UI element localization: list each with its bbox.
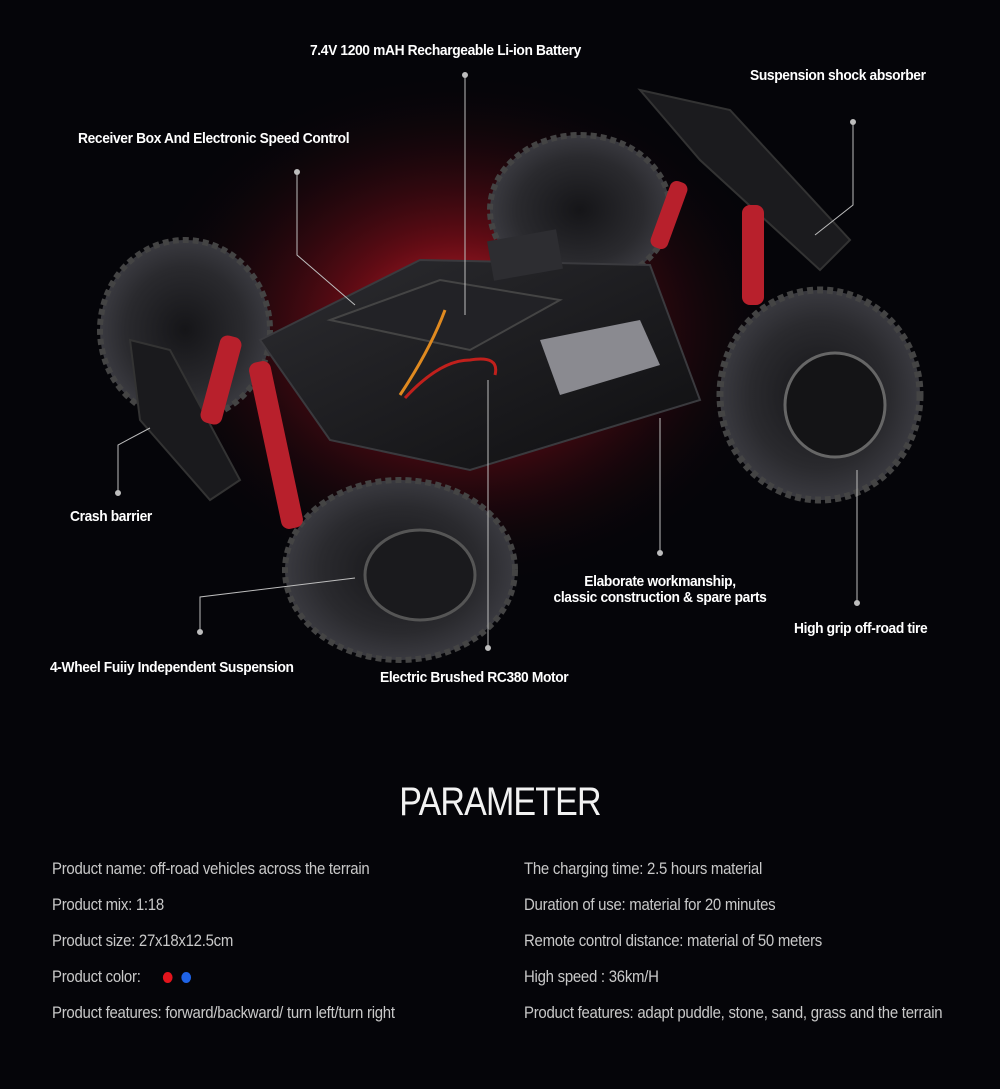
callout-workmanship: Elaborate workmanship, classic construct… [531, 574, 789, 606]
crash-barrier [128, 338, 242, 502]
callout-workmanship-line2: classic construction & spare parts [553, 589, 767, 606]
leader-lines [115, 72, 860, 651]
callout-tire: High grip off-road tire [794, 620, 928, 637]
param-product-name: Product name: off-road vehicles across t… [52, 859, 370, 878]
callout-workmanship-line1: Elaborate workmanship, [584, 573, 736, 590]
shock-absorbers [200, 181, 764, 529]
param-product-features-right: Product features: adapt puddle, stone, s… [524, 1003, 943, 1022]
battery-cover [326, 278, 563, 352]
color-swatch-red [162, 972, 173, 984]
param-product-features-left: Product features: forward/backward/ turn… [52, 1003, 395, 1022]
callout-suspension: 4-Wheel Fuiiy Independent Suspension [50, 659, 294, 676]
param-duration: Duration of use: material for 20 minutes [524, 895, 776, 914]
rc-car-illustration [97, 70, 924, 663]
param-product-size: Product size: 27x18x12.5cm [52, 931, 234, 950]
callout-receiver-box: Receiver Box And Electronic Speed Contro… [78, 130, 350, 147]
param-charging-time: The charging time: 2.5 hours material [524, 859, 763, 878]
param-product-color: Product color: [52, 967, 192, 987]
param-product-mix: Product mix: 1:18 [52, 895, 164, 914]
param-high-speed: High speed : 36km/H [524, 967, 659, 986]
motor-cover [540, 320, 660, 395]
callout-motor: Electric Brushed RC380 Motor [380, 669, 569, 686]
wheel-rear-left [716, 286, 924, 504]
wheel-front-right [282, 477, 518, 663]
callout-battery: 7.4V 1200 mAH Rechargeable Li-ion Batter… [310, 42, 581, 59]
param-remote-distance: Remote control distance: material of 50 … [524, 931, 823, 950]
callout-crash-barrier: Crash barrier [70, 508, 152, 525]
param-product-color-label: Product color: [52, 967, 141, 986]
parameter-title: PARAMETER [399, 780, 601, 824]
rear-bumper [637, 88, 852, 272]
color-swatch-blue [181, 972, 192, 984]
callout-shock-absorber: Suspension shock absorber [750, 67, 926, 84]
